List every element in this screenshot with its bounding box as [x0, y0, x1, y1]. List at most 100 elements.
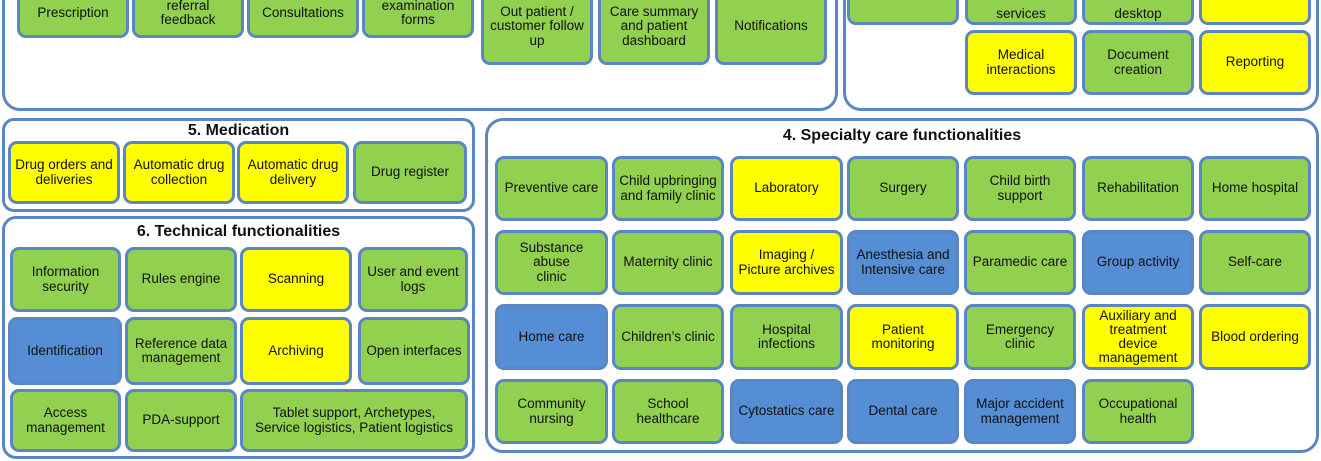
item-label: Drug register — [370, 164, 450, 180]
technical-panel: 6. Technical functionalities Information… — [2, 216, 475, 459]
item-home-care: Home care — [495, 304, 608, 370]
item-label: Emergency clinic — [985, 321, 1055, 351]
item-cytostatics-care: Cytostatics care — [730, 379, 843, 444]
item-label: Preventive care — [504, 180, 599, 196]
item-dental-care: Dental care — [847, 379, 959, 444]
item-label: Laboratory — [754, 180, 819, 196]
item-desktop: desktop — [1082, 0, 1194, 25]
item-label: Home hospital — [1211, 180, 1299, 196]
item-label: Identification — [27, 342, 103, 358]
item-top-right-4 — [1199, 0, 1311, 25]
item-surgery: Surgery — [847, 156, 959, 221]
item-label: Reporting — [1225, 54, 1285, 70]
item-tablet-support: Tablet support, Archetypes,Service logis… — [240, 389, 468, 452]
item-self-care: Self-care — [1199, 230, 1311, 295]
item-prescription: Prescription — [17, 0, 129, 38]
item-label: Scanning — [267, 271, 325, 287]
item-maternity-clinic: Maternity clinic — [612, 230, 724, 295]
item-imaging: Imaging /Picture archives — [730, 230, 843, 295]
item-home-hospital: Home hospital — [1199, 156, 1311, 221]
item-blood-ordering: Blood ordering — [1199, 304, 1311, 370]
item-notifications: Notifications — [715, 0, 827, 65]
item-drug-register: Drug register — [353, 141, 467, 204]
item-label: services — [996, 5, 1046, 21]
item-rehabilitation: Rehabilitation — [1082, 156, 1194, 221]
item-label: Tablet support, Archetypes,Service logis… — [254, 405, 454, 435]
item-label: Open interfaces — [366, 342, 462, 358]
medication-title: 5. Medication — [187, 122, 290, 139]
item-label: Cytostatics care — [738, 403, 835, 419]
technical-title: 6. Technical functionalities — [136, 223, 341, 240]
item-label: desktop — [1114, 5, 1162, 21]
item-label: Rules engine — [141, 271, 221, 287]
item-consultations: Consultations — [247, 0, 359, 38]
specialty-title: 4. Specialty care functionalities — [782, 127, 1022, 144]
item-label: Surgery — [879, 180, 927, 196]
item-rules-engine: Rules engine — [125, 247, 237, 312]
item-label: Rehabilitation — [1097, 180, 1179, 196]
item-label: Dental care — [868, 403, 938, 419]
item-label: Consultations — [262, 4, 344, 20]
item-preventive-care: Preventive care — [495, 156, 608, 221]
item-paramedic-care: Paramedic care — [964, 230, 1076, 295]
item-top-right-1 — [847, 0, 959, 25]
item-label: Paramedic care — [972, 254, 1068, 270]
specialty-panel: 4. Specialty care functionalities Preven… — [485, 118, 1319, 453]
item-group-activity: Group activity — [1082, 230, 1194, 295]
item-label: Maternity clinic — [623, 254, 713, 270]
item-label: PDA-support — [142, 412, 220, 428]
item-label: Group activity — [1096, 254, 1180, 270]
item-label: Blood ordering — [1211, 328, 1299, 344]
item-services: services — [965, 0, 1077, 25]
item-open-interfaces: Open interfaces — [358, 317, 470, 385]
item-label: Children’s clinic — [621, 328, 715, 344]
item-archiving: Archiving — [240, 317, 352, 385]
item-label: Imaging /Picture archives — [738, 247, 835, 277]
item-pda-support: PDA-support — [125, 389, 237, 452]
item-label: Prescription — [37, 4, 109, 20]
